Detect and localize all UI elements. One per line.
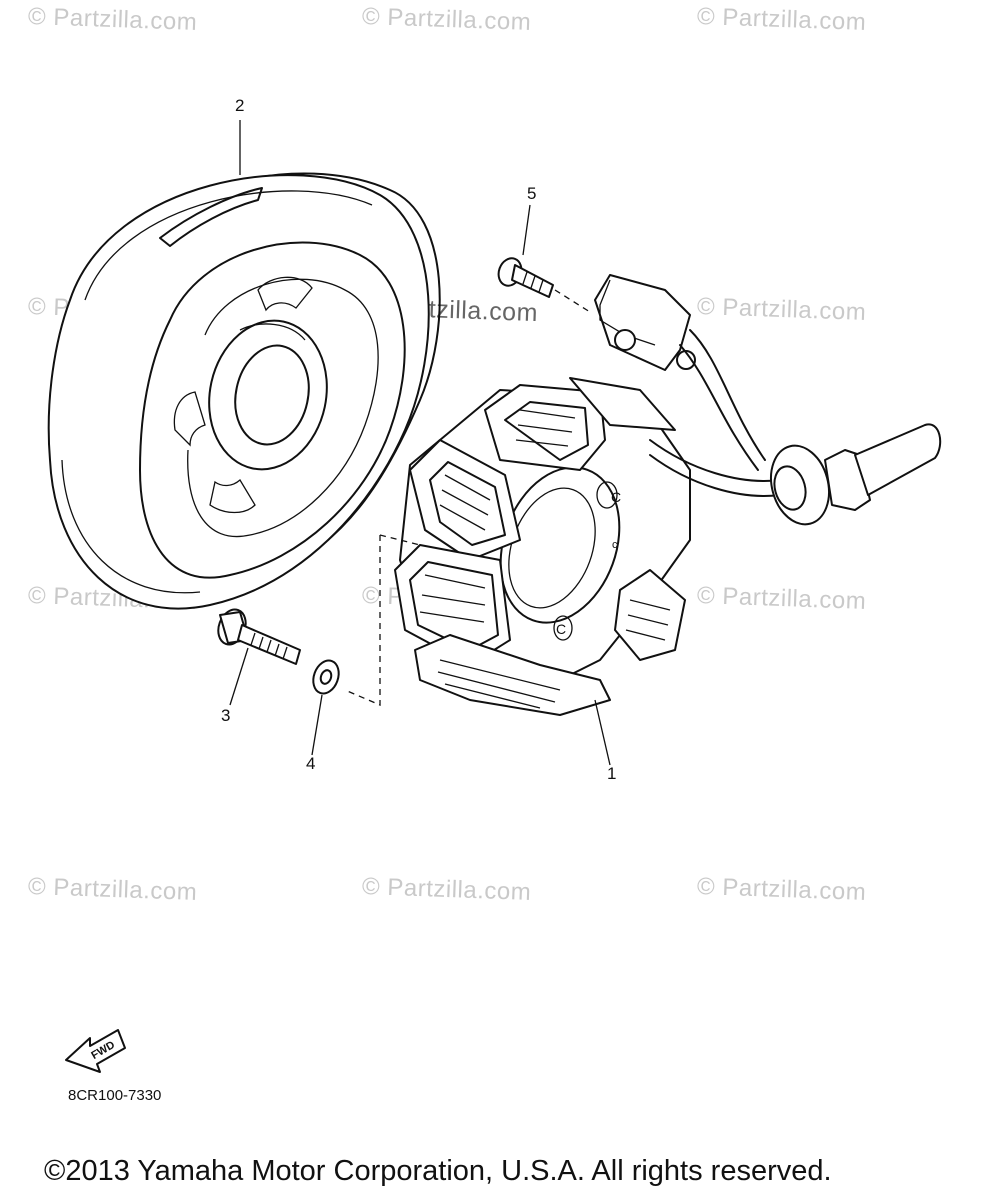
stator-mark-c: C <box>611 489 621 505</box>
diagram-code: 8CR100-7330 <box>68 1087 162 1104</box>
assembly-line <box>379 534 421 546</box>
fwd-arrow <box>65 1029 126 1073</box>
leader-line <box>594 699 611 766</box>
wire-grommet <box>770 423 942 526</box>
washer-part-4 <box>312 659 340 695</box>
callout-part-5: 5 <box>527 184 537 203</box>
stator-mark-c: C <box>556 621 566 637</box>
callout-part-2: 2 <box>235 96 245 115</box>
assembly-line <box>344 535 381 706</box>
stator-assembly <box>394 377 781 716</box>
bolt-part-3 <box>217 608 301 665</box>
leader-line <box>311 694 323 756</box>
callout-part-4: 4 <box>306 754 316 773</box>
leader-line <box>522 204 531 256</box>
assembly-line <box>554 289 591 313</box>
flywheel-rotor <box>47 172 441 610</box>
leader-line <box>229 647 249 706</box>
screw-part-5 <box>497 257 554 298</box>
pickup-coil <box>594 274 766 471</box>
callout-part-3: 3 <box>221 706 231 725</box>
copyright-notice: ©2013 Yamaha Motor Corporation, U.S.A. A… <box>44 1155 832 1187</box>
stator-mark-c-small: c <box>612 539 618 551</box>
callout-part-1: 1 <box>607 764 617 783</box>
